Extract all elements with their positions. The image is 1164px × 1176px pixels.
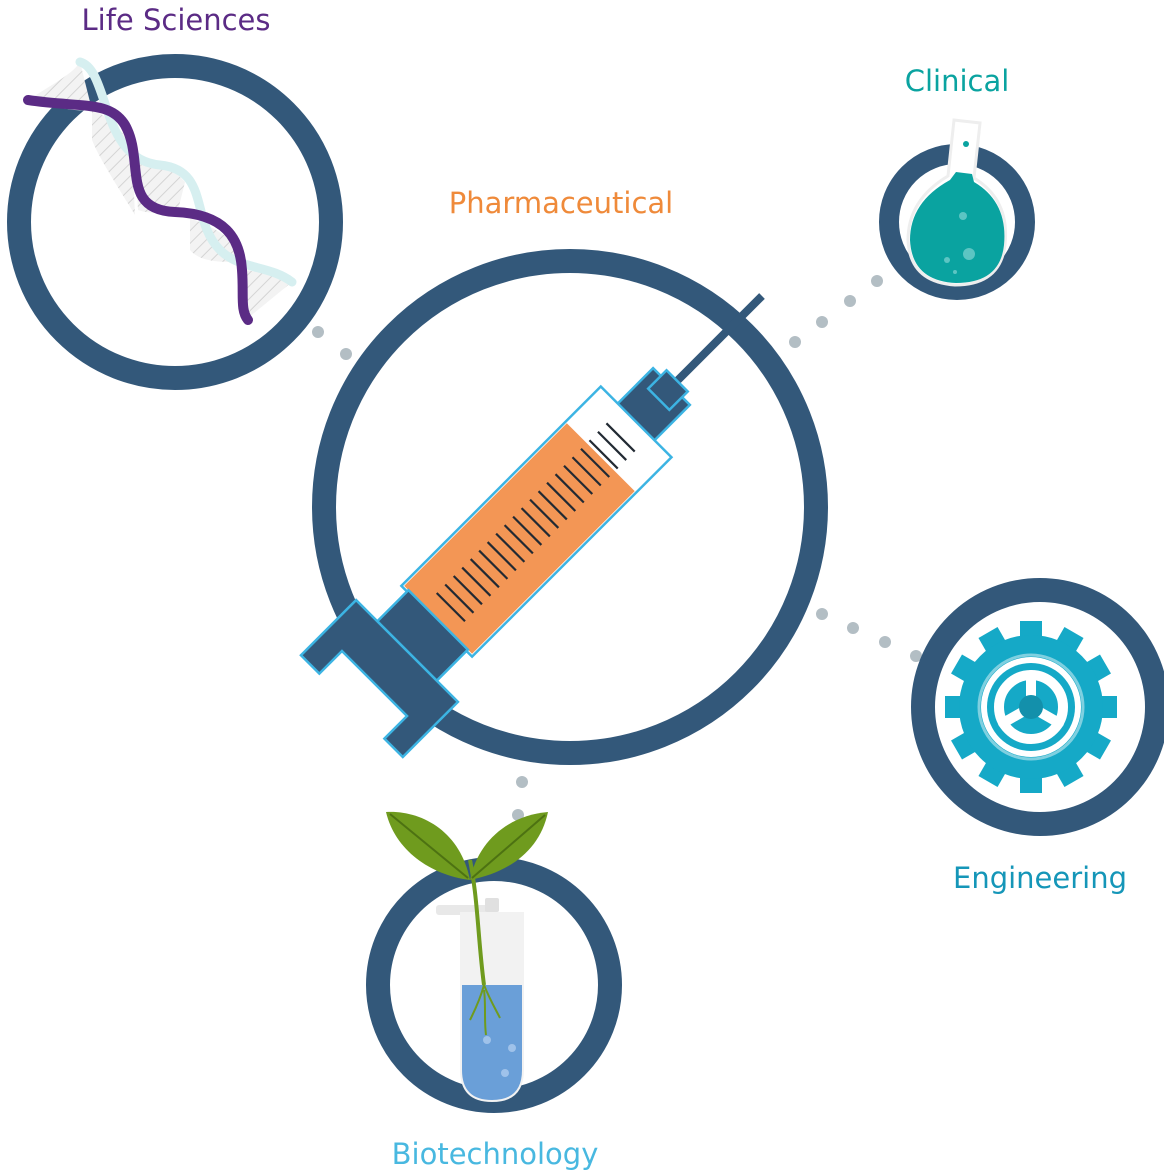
- connector-dot: [879, 636, 891, 648]
- connector-dot: [910, 650, 922, 662]
- pharmaceutical-ring: [312, 249, 828, 765]
- life-sciences-label: Life Sciences: [81, 3, 271, 37]
- clinical-label: Clinical: [904, 64, 1010, 98]
- connector-dot: [816, 608, 828, 620]
- engineering-node: [911, 578, 1164, 836]
- syringe-icon: [299, 293, 765, 759]
- life-sciences-ring: [7, 54, 343, 390]
- biotechnology-node: [366, 811, 622, 1113]
- connector-dots: [312, 275, 922, 856]
- dna-icon: [23, 57, 297, 325]
- connector-dot: [340, 348, 352, 360]
- connector-dot: [844, 295, 856, 307]
- pharmaceutical-label: Pharmaceutical: [448, 186, 674, 220]
- engineering-ring: [911, 578, 1164, 836]
- connector-dot: [516, 776, 528, 788]
- clinical-node: [879, 118, 1035, 300]
- connector-dot: [312, 326, 324, 338]
- connector-dot: [816, 316, 828, 328]
- engineering-label: Engineering: [953, 861, 1127, 895]
- connector-dot: [847, 622, 859, 634]
- connector-dot: [871, 275, 883, 287]
- pharmaceutical-node: [299, 249, 828, 765]
- plant-test-tube-icon: [386, 811, 548, 1102]
- connector-dot: [512, 809, 524, 821]
- connector-dot: [789, 336, 801, 348]
- gear-icon: [945, 621, 1117, 793]
- life-sciences-node: [7, 54, 343, 390]
- biotechnology-label: Biotechnology: [391, 1137, 599, 1171]
- flask-icon: [906, 118, 1008, 287]
